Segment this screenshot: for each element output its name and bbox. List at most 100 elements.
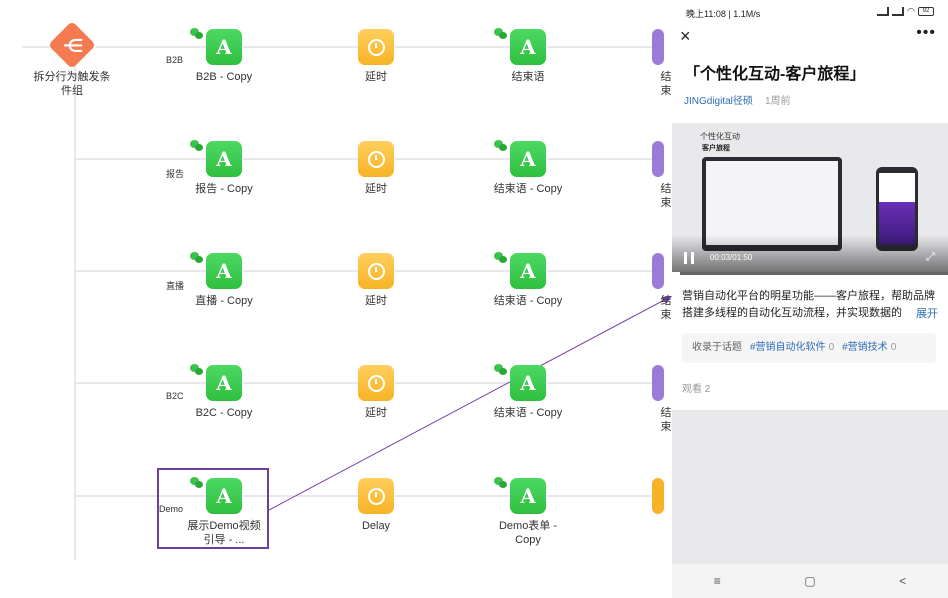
end-message-node-label: 结束语 - Copy [493,183,563,195]
status-bar: 晚上11:08 | 1.1M/s ◠ 92 [672,0,948,24]
branch-label: 直播 [166,281,185,291]
node-glyph: A [520,259,536,283]
fullscreen-icon[interactable]: ⤢ [926,251,935,263]
next-node-label: 结束 [660,71,672,97]
wechat-icon [190,140,204,152]
topic-tag[interactable]: #营销技术 [842,342,888,353]
message-node[interactable]: A [206,478,242,514]
pause-icon[interactable] [684,252,694,264]
delay-node[interactable] [358,29,394,65]
wechat-icon [494,477,508,489]
back-nav-icon[interactable]: < [899,574,907,588]
clock-icon [367,150,385,168]
delay-node[interactable] [358,478,394,514]
delay-node-label: 延时 [365,71,387,83]
clock-icon [367,487,385,505]
node-glyph: A [216,371,232,395]
topic-count: 0 [890,342,897,353]
end-message-node[interactable]: A [510,478,546,514]
message-node-label: 报告 - Copy [195,183,253,195]
article-description: 营销自动化平台的明星功能——客户旅程，帮助品牌搭建多线程的自动化互动流程，并实现… [682,290,935,319]
laptop-screen [706,161,838,245]
status-time: 晚上11:08 | 1.1M/s [686,9,761,19]
end-message-node-label: Demo表单 - Copy [498,520,558,546]
next-node-label: 结束 [660,407,672,433]
wechat-icon [190,364,204,376]
next-node-label: 结束 [660,183,672,209]
article-time: 1周前 [765,96,791,107]
next-node[interactable] [652,29,664,65]
next-node-label: 结束 [660,295,672,321]
topics-label: 收录于话题 [692,342,742,353]
node-glyph: A [520,147,536,171]
end-message-node[interactable]: A [510,253,546,289]
close-icon[interactable]: × [680,26,691,46]
more-icon[interactable]: ••• [916,24,936,41]
status-icons: ◠ 92 [877,6,934,17]
wechat-icon [190,252,204,264]
wechat-icon [190,477,204,489]
clock-icon [367,38,385,56]
end-message-node-label: 结束语 - Copy [493,295,563,307]
node-glyph: A [216,484,232,508]
end-message-node-label: 结束语 [511,71,545,83]
end-message-node[interactable]: A [510,365,546,401]
message-node[interactable]: A [206,365,242,401]
delay-node-label: 延时 [365,295,387,307]
signal-icon-2 [892,7,905,16]
next-node[interactable] [652,365,664,401]
message-node[interactable]: A [206,253,242,289]
article-author[interactable]: JINGdigital径硕 [684,96,753,107]
delay-node[interactable] [358,253,394,289]
delay-node[interactable] [358,141,394,177]
home-nav-icon[interactable]: ▢ [804,574,816,588]
message-node-label: B2B - Copy [195,71,253,83]
message-node[interactable]: A [206,29,242,65]
topic-tag[interactable]: #营销自动化软件 [750,342,826,353]
node-glyph: A [216,259,232,283]
topic-count: 0 [828,342,835,353]
branch-label: B2C [166,391,184,401]
video-time: 00:03/01:50 [710,253,753,262]
phone-preview: 晚上11:08 | 1.1M/s ◠ 92 × ••• 「个性化互动-客户旅程」… [672,0,948,598]
article-title: 「个性化互动-客户旅程」 [684,66,866,83]
clock-icon [367,374,385,392]
annotation-arrow [268,297,669,511]
wifi-icon: ◠ [907,6,915,16]
end-message-node[interactable]: A [510,29,546,65]
view-count: 观看 2 [682,384,711,395]
video-progress[interactable] [672,272,948,275]
node-glyph: A [520,484,536,508]
delay-node-label: 延时 [365,407,387,419]
next-node[interactable] [652,141,664,177]
clock-icon [367,262,385,280]
message-node-label: 展示Demo视频引导 - ... [187,520,261,546]
video-player[interactable]: 个性化互动 客户旅程 00:03/01:50 ⤢ [672,123,948,275]
branch-label: B2B [166,55,184,65]
split-icon: ⋲ [62,36,84,56]
next-node[interactable] [652,253,664,289]
delay-node[interactable] [358,365,394,401]
split-condition-label: 拆分行为触发条件组 [33,71,111,97]
menu-nav-icon[interactable]: ≡ [713,574,721,588]
delay-node-label: Delay [361,520,391,532]
message-node-label: 直播 - Copy [195,295,253,307]
wechat-icon [494,252,508,264]
expand-link[interactable]: 展开 [914,305,938,321]
selected-node-highlight [157,468,269,549]
end-message-node[interactable]: A [510,141,546,177]
video-progress-fill [672,272,681,275]
wechat-icon [190,28,204,40]
message-node-label: B2C - Copy [195,407,253,419]
battery-icon: 92 [918,7,934,16]
message-node[interactable]: A [206,141,242,177]
wechat-icon [494,28,508,40]
delay-node-label: 延时 [365,183,387,195]
content-divider-area [672,410,948,564]
node-glyph: A [216,147,232,171]
next-node[interactable] [652,478,664,514]
video-heading: 个性化互动 [700,132,740,141]
system-nav-bar: ≡ ▢ < [672,564,948,598]
